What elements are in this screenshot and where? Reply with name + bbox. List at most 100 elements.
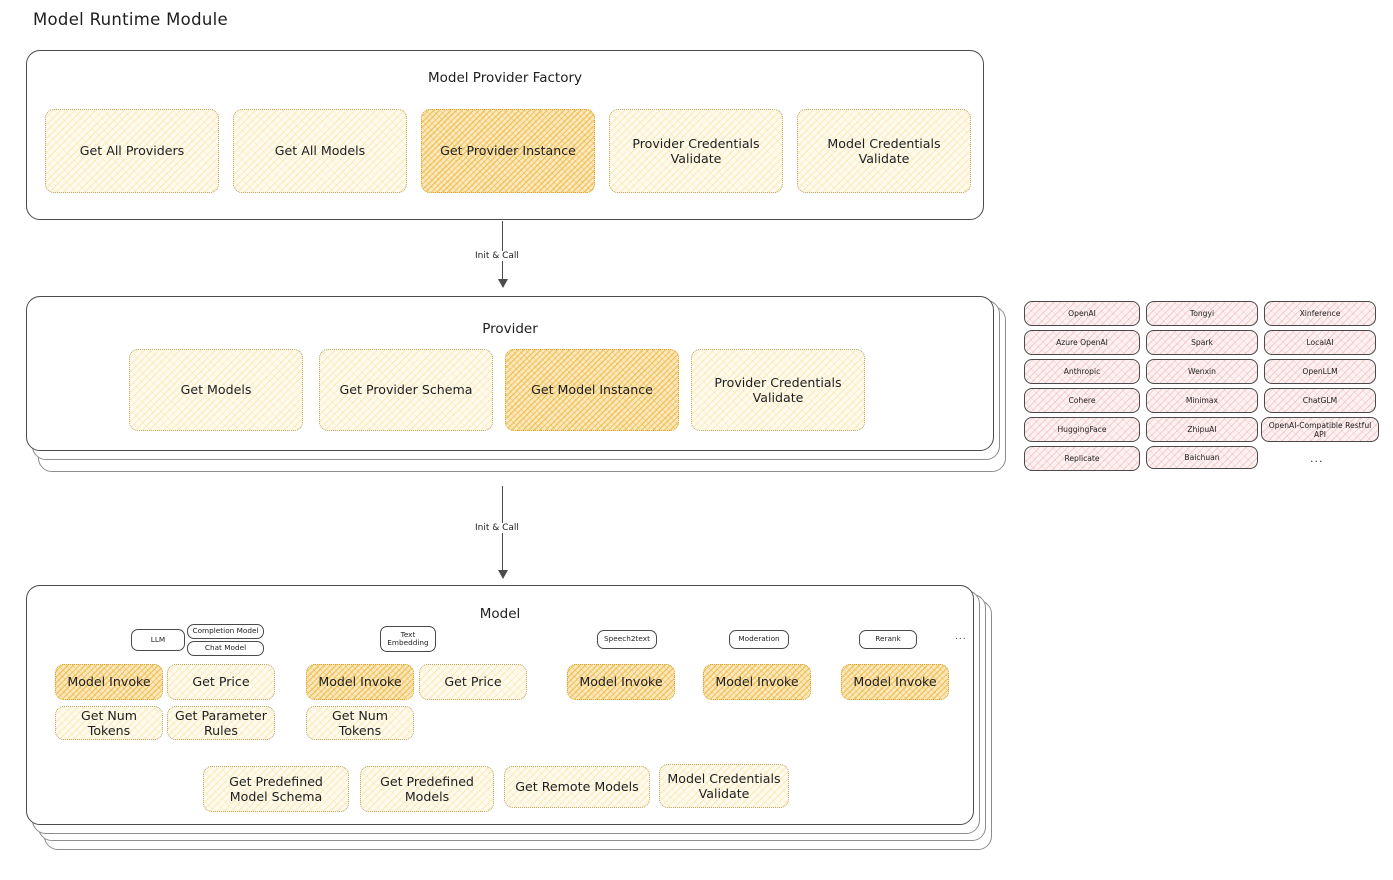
provider-chip-label: Anthropic — [1063, 367, 1101, 376]
provider-chip-azure-openai[interactable]: Azure OpenAI — [1024, 330, 1140, 355]
provider-chip-label: LocalAI — [1306, 338, 1334, 347]
provider-chip-label: Replicate — [1064, 454, 1100, 463]
model-common-get-predefined-models[interactable]: Get Predefined Models — [360, 766, 494, 812]
provider-chip-minimax[interactable]: Minimax — [1146, 388, 1258, 413]
provider-box-label: Get Models — [180, 382, 252, 398]
model-type-badge-llm[interactable]: LLM — [131, 629, 185, 651]
model-common-label: Get Predefined Models — [380, 773, 474, 804]
text-embedding-method-label: Model Invoke — [318, 674, 402, 690]
model-type-badge-label: LLM — [150, 634, 166, 644]
llm-method-label: Get Num Tokens — [80, 707, 138, 738]
factory-box-label: Model Credentials Validate — [827, 135, 941, 166]
model-common-model-credentials-validate[interactable]: Model Credentials Validate — [659, 764, 789, 808]
llm-method-label: Get Price — [192, 674, 250, 690]
provider-chip-zhipuai[interactable]: ZhipuAI — [1146, 417, 1258, 442]
model-title: Model — [479, 606, 521, 622]
text-embedding-method-get-price[interactable]: Get Price — [419, 664, 527, 700]
provider-box-label: Get Provider Schema — [339, 382, 473, 398]
rerank-method-model-invoke[interactable]: Model Invoke — [841, 664, 949, 700]
provider-chip-anthropic[interactable]: Anthropic — [1024, 359, 1140, 384]
arrow-factory-to-provider-head — [498, 279, 508, 288]
provider-chip-label: Minimax — [1185, 396, 1219, 405]
model-common-get-remote-models[interactable]: Get Remote Models — [504, 766, 650, 808]
speech2text-method-model-invoke[interactable]: Model Invoke — [567, 664, 675, 700]
provider-chip-label: Spark — [1191, 338, 1213, 347]
provider-box-get-provider-schema[interactable]: Get Provider Schema — [319, 349, 493, 431]
provider-chip-baichuan[interactable]: Baichuan — [1146, 446, 1258, 469]
text-embedding-method-label: Get Num Tokens — [331, 707, 389, 738]
provider-chip-label: ChatGLM — [1302, 396, 1338, 405]
model-type-badge-speech2text[interactable]: Speech2text — [597, 630, 657, 649]
factory-box-label: Get Provider Instance — [440, 143, 576, 159]
provider-chip-label: Wenxin — [1188, 367, 1216, 376]
provider-box-get-model-instance[interactable]: Get Model Instance — [505, 349, 679, 431]
model-subtype-badge-chat-model[interactable]: Chat Model — [187, 641, 264, 656]
factory-box-label: Get All Models — [274, 143, 366, 159]
model-types-more-ellipsis: ... — [955, 632, 967, 642]
text-embedding-method-label: Get Price — [444, 674, 502, 690]
provider-chip-localai[interactable]: LocalAI — [1264, 330, 1376, 355]
model-type-badge-rerank[interactable]: Rerank — [859, 630, 917, 649]
model-type-badge-label: Text Embedding — [387, 629, 429, 647]
model-type-badge-label: Moderation — [738, 634, 780, 644]
moderation-method-label: Model Invoke — [715, 674, 799, 690]
factory-box-label: Provider Credentials Validate — [632, 135, 760, 166]
provider-chip-label: Azure OpenAI — [1056, 338, 1108, 347]
provider-chip-xinference[interactable]: Xinference — [1264, 301, 1376, 326]
arrow-factory-to-provider-label: Init & Call — [472, 251, 522, 261]
provider-chip-spark[interactable]: Spark — [1146, 330, 1258, 355]
model-type-badge-label: Speech2text — [604, 634, 650, 644]
provider-chip-label: OpenAI-Compatible Restful API — [1268, 420, 1372, 439]
speech2text-method-label: Model Invoke — [579, 674, 663, 690]
model-type-badge-text-embedding[interactable]: Text Embedding — [380, 626, 436, 652]
llm-method-label: Model Invoke — [67, 674, 151, 690]
provider-chip-huggingface[interactable]: HuggingFace — [1024, 417, 1140, 442]
model-common-label: Get Predefined Model Schema — [229, 773, 323, 804]
model-type-badge-moderation[interactable]: Moderation — [729, 630, 789, 649]
model-common-label: Get Remote Models — [515, 779, 639, 795]
provider-title: Provider — [482, 321, 538, 337]
provider-chip-openai-compatible-restful-api[interactable]: OpenAI-Compatible Restful API — [1261, 417, 1379, 442]
factory-box-get-all-models[interactable]: Get All Models — [233, 109, 407, 193]
llm-method-model-invoke[interactable]: Model Invoke — [55, 664, 163, 700]
provider-chip-openllm[interactable]: OpenLLM — [1264, 359, 1376, 384]
text-embedding-method-model-invoke[interactable]: Model Invoke — [306, 664, 414, 700]
provider-chip-label: OpenLLM — [1302, 367, 1338, 376]
moderation-method-model-invoke[interactable]: Model Invoke — [703, 664, 811, 700]
provider-chip-replicate[interactable]: Replicate — [1024, 446, 1140, 471]
provider-box-label: Get Model Instance — [531, 382, 653, 398]
provider-box-get-models[interactable]: Get Models — [129, 349, 303, 431]
provider-chip-openai[interactable]: OpenAI — [1024, 301, 1140, 326]
llm-method-get-price[interactable]: Get Price — [167, 664, 275, 700]
provider-chip-label: OpenAI — [1068, 309, 1096, 318]
provider-chip-label: Cohere — [1068, 396, 1096, 405]
factory-box-provider-credentials-validate[interactable]: Provider Credentials Validate — [609, 109, 783, 193]
model-panel: Model LLM Completion Model Chat Model Mo… — [26, 585, 974, 825]
model-subtype-badge-label: Completion Model — [192, 626, 259, 636]
provider-list-more-ellipsis: ... — [1310, 452, 1324, 465]
provider-chip-chatglm[interactable]: ChatGLM — [1264, 388, 1376, 413]
provider-chip-tongyi[interactable]: Tongyi — [1146, 301, 1258, 326]
provider-chip-label: Baichuan — [1184, 453, 1220, 462]
model-provider-factory-title: Model Provider Factory — [427, 70, 582, 86]
provider-chip-label: HuggingFace — [1057, 425, 1107, 434]
model-subtype-badge-completion-model[interactable]: Completion Model — [187, 624, 264, 639]
provider-chip-label: Xinference — [1299, 309, 1341, 318]
factory-box-get-provider-instance[interactable]: Get Provider Instance — [421, 109, 595, 193]
provider-chip-label: Tongyi — [1189, 309, 1215, 318]
arrow-provider-to-model-label: Init & Call — [472, 523, 522, 533]
llm-method-get-parameter-rules[interactable]: Get Parameter Rules — [167, 706, 275, 740]
model-provider-factory-panel: Model Provider Factory Get All Providers… — [26, 50, 984, 220]
provider-chip-cohere[interactable]: Cohere — [1024, 388, 1140, 413]
factory-box-get-all-providers[interactable]: Get All Providers — [45, 109, 219, 193]
text-embedding-method-get-num-tokens[interactable]: Get Num Tokens — [306, 706, 414, 740]
provider-chip-wenxin[interactable]: Wenxin — [1146, 359, 1258, 384]
model-common-get-predefined-model-schema[interactable]: Get Predefined Model Schema — [203, 766, 349, 812]
page-title: Model Runtime Module — [33, 10, 228, 29]
provider-box-provider-credentials-validate[interactable]: Provider Credentials Validate — [691, 349, 865, 431]
factory-box-model-credentials-validate[interactable]: Model Credentials Validate — [797, 109, 971, 193]
llm-method-get-num-tokens[interactable]: Get Num Tokens — [55, 706, 163, 740]
model-type-badge-label: Rerank — [875, 634, 901, 644]
model-subtype-badge-label: Chat Model — [204, 643, 247, 653]
provider-chip-label: ZhipuAI — [1187, 425, 1217, 434]
